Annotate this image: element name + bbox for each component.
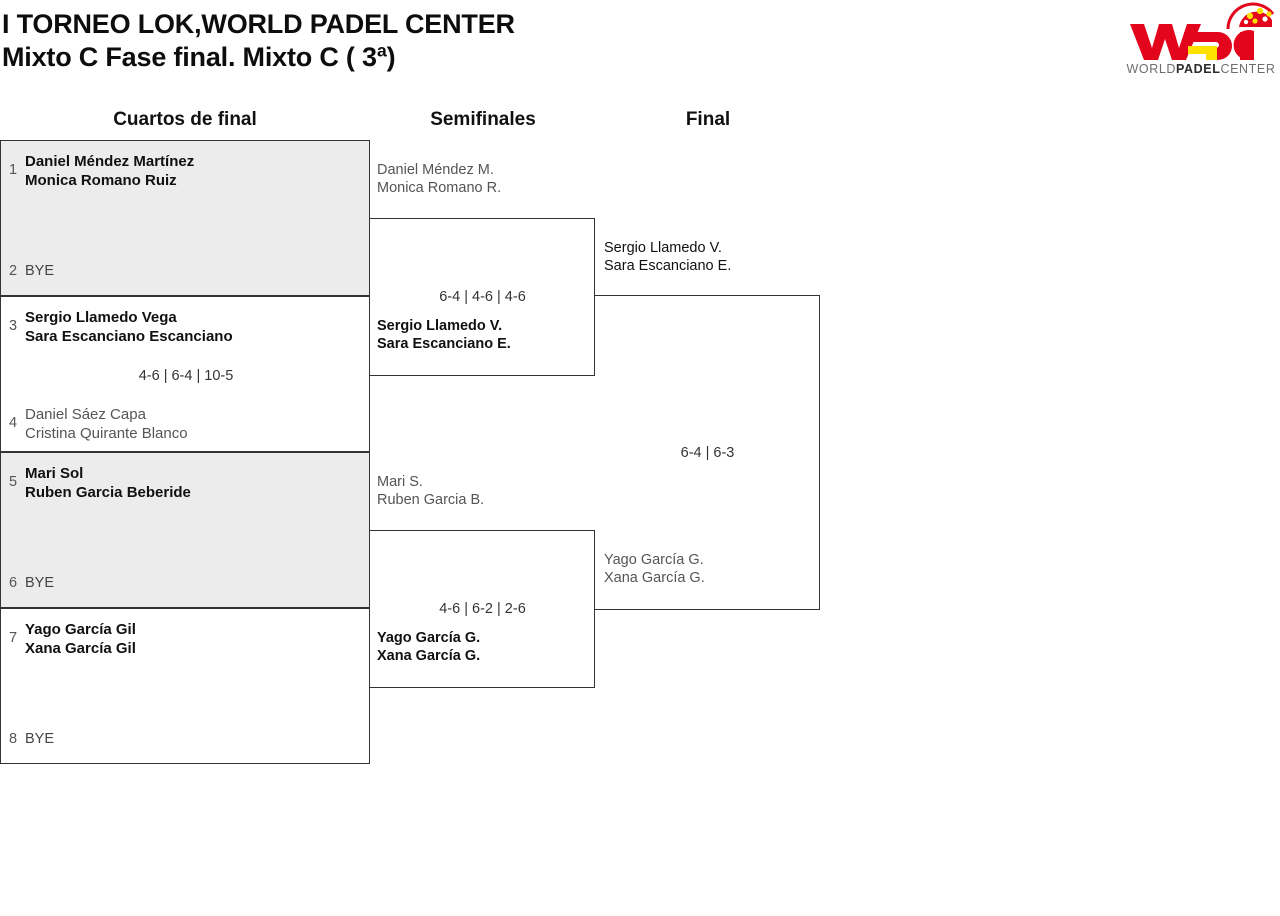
quarterfinal-2-top-slot: 3 Sergio Llamedo Vega Sara Escanciano Es… bbox=[1, 309, 369, 346]
bye-label: BYE bbox=[25, 575, 55, 591]
quarterfinal-2-bottom-team: Daniel Sáez Capa Cristina Quirante Blanc… bbox=[25, 406, 188, 443]
player-name: Mari Sol bbox=[25, 465, 84, 482]
world-padel-center-logo: WORLDPADELCENTER bbox=[1122, 2, 1280, 84]
round-heading-quarterfinals: Cuartos de final bbox=[113, 109, 257, 130]
quarterfinal-3-bottom-slot: 6 BYE bbox=[1, 574, 369, 593]
final-score: 6-4 | 6-3 bbox=[680, 444, 735, 461]
quarterfinal-match-1[interactable]: 1 Daniel Méndez Martínez Monica Romano R… bbox=[0, 140, 370, 296]
semifinal-2-top-player-2: Ruben Garcia B. bbox=[377, 492, 485, 508]
final-top-player-1: Sergio Llamedo V. bbox=[604, 240, 722, 256]
seed-number: 3 bbox=[8, 318, 18, 334]
semifinal-1-bottom-player-2: Sara Escanciano E. bbox=[377, 336, 511, 352]
player-name: Sergio Llamedo Vega bbox=[25, 309, 177, 326]
player-name: Monica Romano Ruiz bbox=[25, 171, 177, 189]
logo-word-world: WORLD bbox=[1126, 62, 1177, 76]
quarterfinal-1-top-team: Daniel Méndez Martínez Monica Romano Rui… bbox=[25, 153, 194, 190]
quarterfinal-2-bottom-slot: 4 Daniel Sáez Capa Cristina Quirante Bla… bbox=[1, 406, 369, 443]
quarterfinal-3-top-slot: 5 Mari Sol Ruben Garcia Beberide bbox=[1, 465, 369, 502]
player-name: Sara Escanciano Escanciano bbox=[25, 327, 233, 345]
semifinal-match-1[interactable]: 6-4 | 4-6 | 4-6 bbox=[370, 218, 595, 376]
quarterfinal-1-bottom-slot: 2 BYE bbox=[1, 262, 369, 281]
quarterfinal-match-2[interactable]: 3 Sergio Llamedo Vega Sara Escanciano Es… bbox=[0, 296, 370, 452]
quarterfinal-2-score: 4-6 | 6-4 | 10-5 bbox=[138, 368, 234, 384]
quarterfinal-4-top-team: Yago García Gil Xana García Gil bbox=[25, 621, 136, 658]
final-bottom-player-2: Xana García G. bbox=[604, 570, 705, 586]
player-name: Daniel Méndez Martínez bbox=[25, 153, 195, 170]
player-name: Xana García Gil bbox=[25, 639, 136, 657]
semifinal-1-score: 6-4 | 4-6 | 4-6 bbox=[439, 289, 526, 305]
quarterfinal-match-4[interactable]: 7 Yago García Gil Xana García Gil 8 BYE bbox=[0, 608, 370, 764]
tournament-phase: Mixto C Fase final. Mixto C ( 3ª) bbox=[2, 42, 396, 72]
semifinal-1-bottom-player-1: Sergio Llamedo V. bbox=[377, 318, 503, 334]
semifinal-1-top-player-2: Monica Romano R. bbox=[377, 180, 502, 196]
semifinal-2-bottom-player-1: Yago García G. bbox=[377, 630, 481, 646]
quarterfinal-4-bottom-slot: 8 BYE bbox=[1, 730, 369, 749]
bye-label: BYE bbox=[25, 263, 55, 279]
quarterfinal-4-top-slot: 7 Yago García Gil Xana García Gil bbox=[1, 621, 369, 658]
semifinal-match-2[interactable]: 4-6 | 6-2 | 2-6 bbox=[370, 530, 595, 688]
seed-number: 8 bbox=[8, 731, 18, 747]
round-heading-semifinals: Semifinales bbox=[430, 109, 536, 130]
tournament-name: I TORNEO LOK,WORLD PADEL CENTER bbox=[2, 9, 515, 39]
seed-number: 2 bbox=[8, 263, 18, 279]
wpc-logo-icon bbox=[1130, 2, 1275, 60]
logo-word-center: CENTER bbox=[1220, 62, 1276, 76]
quarterfinal-match-3[interactable]: 5 Mari Sol Ruben Garcia Beberide 6 BYE bbox=[0, 452, 370, 608]
semifinal-2-score: 4-6 | 6-2 | 2-6 bbox=[439, 601, 526, 617]
player-name: Cristina Quirante Blanco bbox=[25, 424, 188, 442]
seed-number: 6 bbox=[8, 575, 18, 591]
tournament-title-block: I TORNEO LOK,WORLD PADEL CENTER Mixto C … bbox=[2, 8, 1002, 74]
bye-label: BYE bbox=[25, 731, 55, 747]
seed-number: 1 bbox=[8, 162, 18, 178]
quarterfinal-3-top-team: Mari Sol Ruben Garcia Beberide bbox=[25, 465, 191, 502]
page-header: I TORNEO LOK,WORLD PADEL CENTER Mixto C … bbox=[0, 0, 1280, 95]
semifinal-2-top-player-1: Mari S. bbox=[377, 474, 423, 490]
round-heading-final: Final bbox=[685, 109, 731, 130]
seed-number: 4 bbox=[8, 415, 18, 431]
seed-number: 7 bbox=[8, 630, 18, 646]
player-name: Daniel Sáez Capa bbox=[25, 406, 146, 423]
logo-word-padel: PADEL bbox=[1176, 62, 1221, 76]
final-bottom-player-1: Yago García G. bbox=[604, 552, 704, 568]
semifinal-2-bottom-player-2: Xana García G. bbox=[377, 648, 481, 664]
player-name: Yago García Gil bbox=[25, 621, 136, 638]
quarterfinal-2-top-team: Sergio Llamedo Vega Sara Escanciano Esca… bbox=[25, 309, 233, 346]
logo-wordmark: WORLDPADELCENTER bbox=[1122, 62, 1280, 76]
final-top-player-2: Sara Escanciano E. bbox=[604, 258, 732, 274]
seed-number: 5 bbox=[8, 474, 18, 490]
semifinal-1-top-player-1: Daniel Méndez M. bbox=[377, 162, 494, 178]
final-match[interactable]: 6-4 | 6-3 bbox=[595, 295, 820, 610]
player-name: Ruben Garcia Beberide bbox=[25, 483, 191, 501]
quarterfinal-1-top-slot: 1 Daniel Méndez Martínez Monica Romano R… bbox=[1, 153, 369, 190]
